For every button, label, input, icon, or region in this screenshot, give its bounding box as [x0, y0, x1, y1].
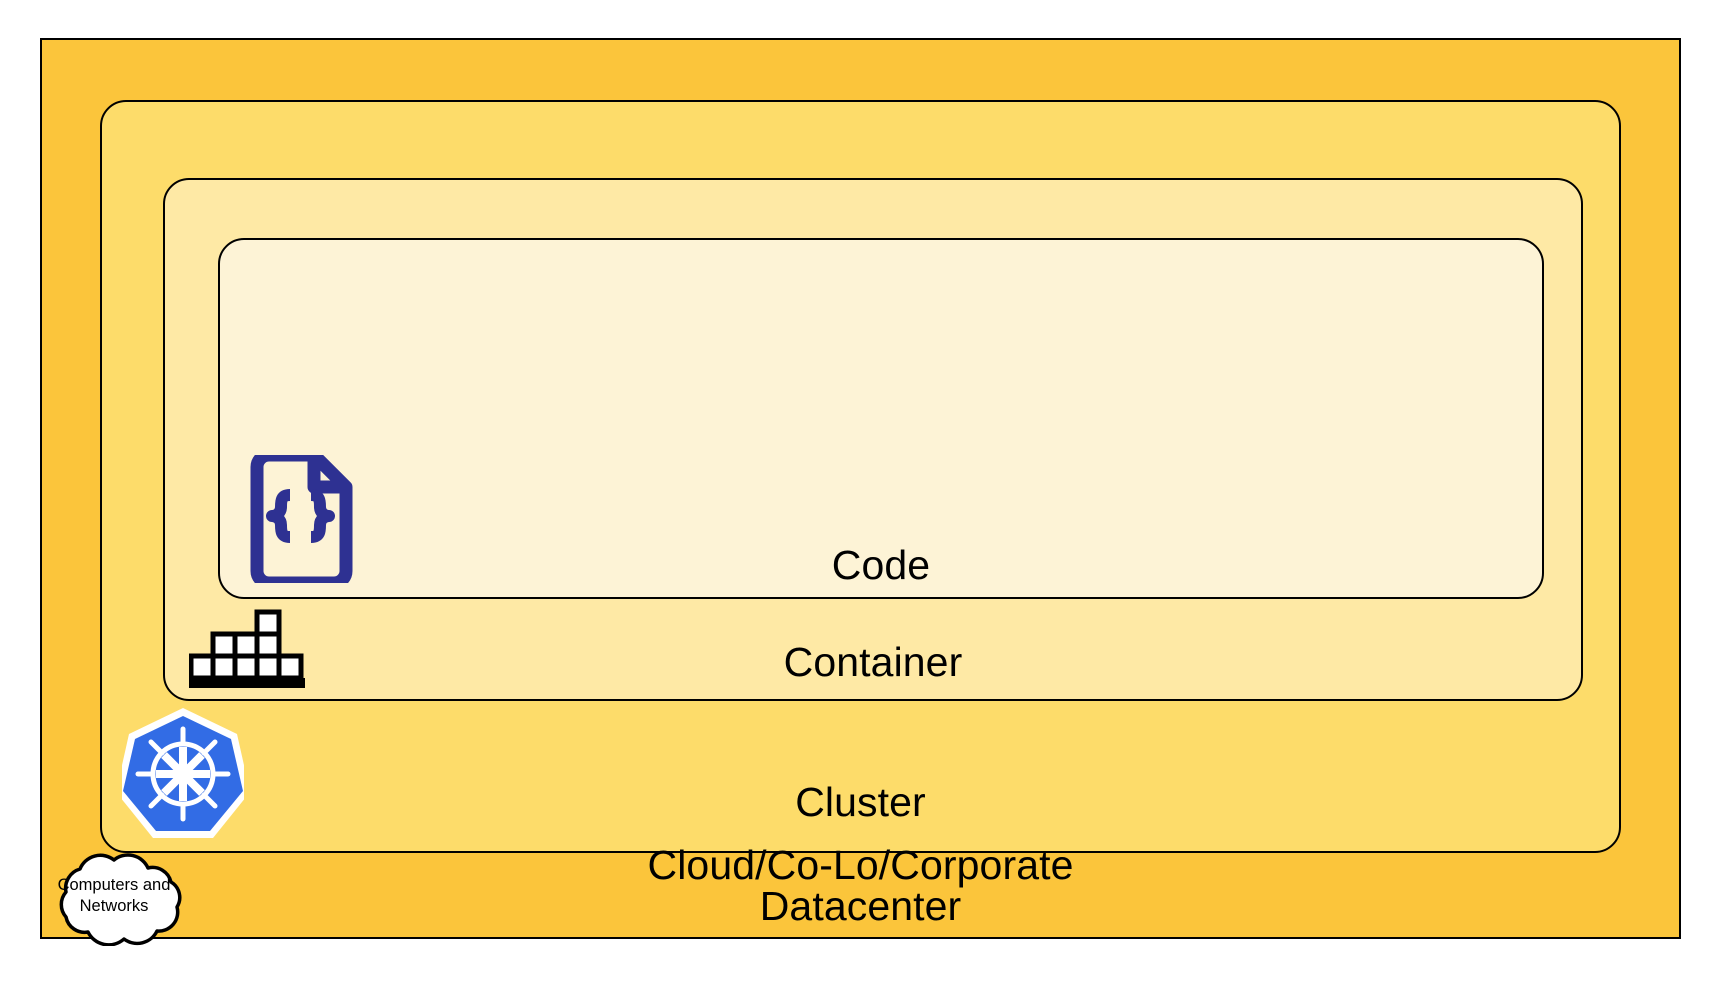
- code-document-icon: [243, 448, 358, 590]
- container-bricks-icon: [188, 609, 305, 688]
- layer-label-cluster: Cluster: [795, 779, 926, 825]
- kubernetes-icon: [116, 707, 250, 841]
- layer-label-datacenter: Cloud/Co-Lo/Corporate Datacenter: [647, 842, 1074, 929]
- layer-label-container: Container: [783, 639, 963, 685]
- layer-box-code[interactable]: [218, 238, 1544, 599]
- computers-and-networks-cloud[interactable]: [36, 852, 192, 946]
- layer-label-code: Code: [831, 542, 931, 588]
